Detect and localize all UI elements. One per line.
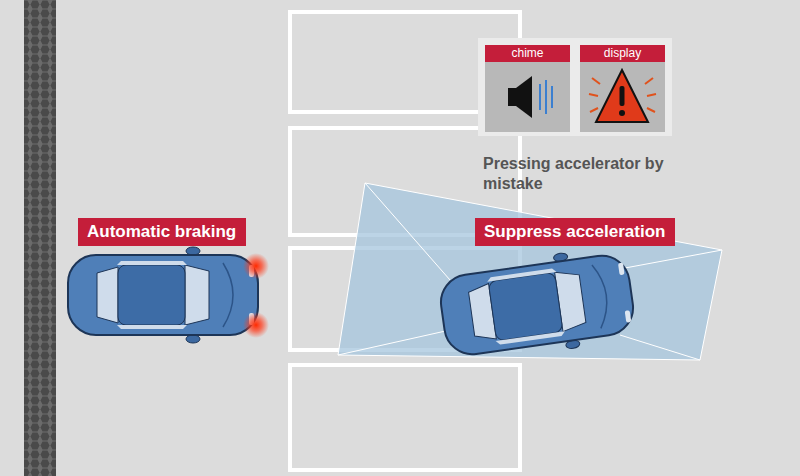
alert-panel <box>478 38 672 136</box>
brake-light <box>243 312 269 338</box>
brake-light <box>243 253 269 279</box>
node-text: Suppress acceleration <box>484 222 666 242</box>
icon-box <box>485 62 570 132</box>
sensor-field <box>338 183 722 360</box>
speaker-icon <box>508 76 552 118</box>
node-text: display <box>584 46 661 61</box>
car-braking <box>68 247 258 343</box>
car-suppressed <box>436 244 638 366</box>
sensor-rays <box>338 183 722 360</box>
curb-strip <box>24 0 56 476</box>
node-text: chime <box>489 46 566 61</box>
action-tag: Suppress acceleration <box>475 218 675 246</box>
chime-header: chime <box>485 45 570 62</box>
node-text: Automatic braking <box>87 222 237 242</box>
action-tag: Automatic braking <box>78 218 246 246</box>
icon-box <box>580 62 665 132</box>
warning-icon <box>589 70 656 122</box>
display-header: display <box>580 45 665 62</box>
note-text: Pressing accelerator by mistake <box>483 154 673 194</box>
